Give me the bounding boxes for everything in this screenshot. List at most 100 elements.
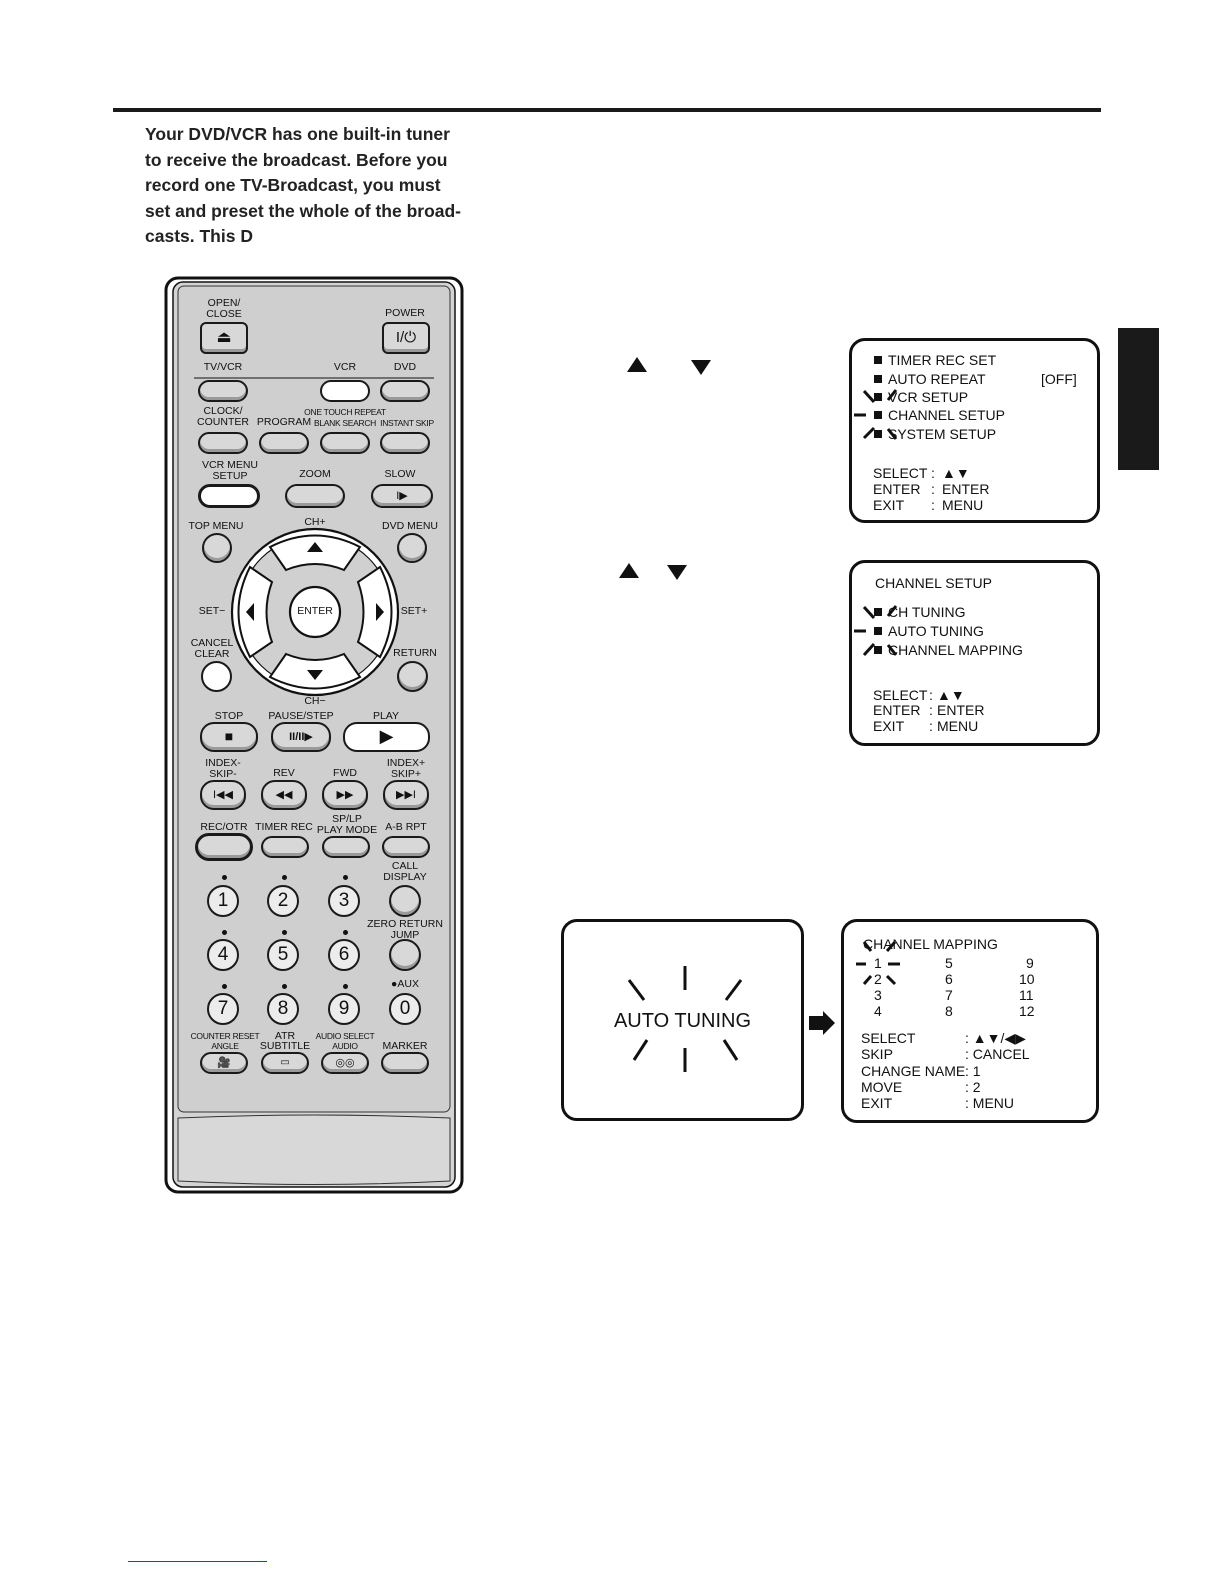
up-arrow-icon [619,563,639,578]
number-button-6[interactable]: 6 [328,939,360,971]
help-value: : MENU [965,1095,1014,1111]
slow-button[interactable] [371,484,433,508]
intro-line: set and preset the whole of the broad- [145,200,462,221]
one-touch-repeat-button[interactable] [320,432,370,454]
fwd-icon: ▶▶ [336,788,354,801]
one-touch-repeat-label: ONE TOUCH REPEAT BLANK SEARCH [304,407,386,428]
audio-button[interactable] [321,1052,369,1074]
help-key: SELECT [861,1030,916,1046]
number-button-0[interactable]: 0 [389,993,421,1025]
top-menu-button[interactable] [202,533,232,563]
pause-step-button[interactable] [271,722,331,752]
instant-skip-button[interactable] [380,432,430,454]
number-button-2[interactable]: 2 [267,885,299,917]
dvd-button[interactable] [380,380,430,402]
channel-number: 6 [945,971,953,987]
instant-skip-label: INSTANT SKIP [380,418,434,428]
vcr-menu-setup-button[interactable] [198,484,260,508]
indicator-dot [343,930,348,935]
audio-icon: ◎◎ [335,1056,355,1069]
ab-rpt-label: A-B RPT [385,821,427,833]
channel-number: 2 [874,971,882,987]
subtitle-icon: ▭ [280,1056,290,1068]
set-plus-button[interactable] [362,572,394,652]
flash-marks [627,966,743,1072]
help-key: ENTER [873,481,921,497]
subtitle-button[interactable] [261,1052,309,1074]
enter-button[interactable] [290,587,340,637]
vcr-button[interactable] [320,380,370,402]
help-value: : ▲▼/◀▶ [965,1030,1026,1046]
channel-number: 1 [874,955,882,971]
menu-item-auto-repeat: AUTO REPEAT [874,372,986,387]
help-sep: : [929,702,933,718]
remote-control: OPEN/ CLOSE ⏏ POWER I/⏻ TV/VCR VCR DVD C… [164,276,464,1196]
fwd-label: FWD [333,767,357,779]
setup-menu-screen: TIMER REC SET AUTO REPEAT [OFF] VCR SETU… [849,338,1100,523]
stop-button[interactable] [200,722,258,752]
auto-tuning-text: AUTO TUNING [613,1010,752,1032]
aux-label: ●AUX [391,978,419,990]
skip-back-button[interactable] [200,780,246,810]
open-close-button[interactable] [200,322,248,354]
help-value: MENU [942,497,984,513]
highlight-marks [854,605,898,657]
ch-up-button[interactable] [272,538,358,568]
number-button-1[interactable]: 1 [207,885,239,917]
ch-down-button[interactable] [272,656,358,686]
cancel-clear-button[interactable] [201,661,232,692]
top-rule [113,108,1101,112]
number-button-4[interactable]: 4 [207,939,239,971]
dvd-menu-button[interactable] [397,533,427,563]
menu-item-vcr-setup: VCR SETUP [874,390,968,405]
audio-label: AUDIO SELECT AUDIO [315,1031,375,1051]
enter-label: ENTER [297,605,333,617]
help-value: : 1 [965,1063,981,1079]
stop-icon: ■ [224,728,234,744]
skip-fwd-button[interactable] [383,780,429,810]
number-button-9[interactable]: 9 [328,993,360,1025]
channel-number: 4 [874,1003,882,1019]
timer-rec-button[interactable] [261,836,309,858]
sp-lp-button[interactable] [322,836,370,858]
indicator-dot [343,875,348,880]
screen-title: CHANNEL SETUP [875,575,992,591]
channel-number: 9 [1026,955,1034,971]
rev-button[interactable] [261,780,307,810]
ab-rpt-button[interactable] [382,836,430,858]
number-button-8[interactable]: 8 [267,993,299,1025]
number-button-3[interactable]: 3 [328,885,360,917]
rec-otr-button[interactable] [195,833,253,861]
set-minus-button[interactable] [236,572,268,652]
channel-number: 3 [874,987,882,1003]
clock-counter-button[interactable] [198,432,248,454]
play-button[interactable] [343,722,430,752]
program-button[interactable] [259,432,309,454]
sp-lp-label: SP/LP PLAY MODE [316,813,378,836]
channel-number: 10 [1019,971,1035,987]
power-button[interactable] [382,322,430,354]
rev-icon: ◀◀ [275,788,293,801]
intro-line: record one TV-Broadcast, you must [145,175,441,195]
play-icon: ▶ [379,725,394,746]
cancel-clear-label: CANCEL CLEAR [190,637,234,660]
help-value: : CANCEL [965,1046,1030,1062]
fwd-button[interactable] [322,780,368,810]
index-plus-label: INDEX+ SKIP+ [386,757,426,780]
top-menu-label: TOP MENU [188,520,244,532]
angle-button[interactable] [200,1052,248,1074]
program-label: PROGRAM [256,416,312,428]
call-display-button[interactable] [389,885,421,917]
marker-button[interactable] [381,1052,429,1074]
zero-return-button[interactable] [389,939,421,971]
help-key: SELECT [873,465,928,481]
set-plus-label: SET+ [400,605,428,617]
power-icon: I/⏻ [395,328,417,346]
number-button-7[interactable]: 7 [207,993,239,1025]
zoom-button[interactable] [285,484,345,508]
tv-vcr-button[interactable] [198,380,248,402]
angle-label: COUNTER RESET ANGLE [190,1031,260,1051]
menu-item-channel-mapping: CHANNEL MAPPING [874,643,1023,658]
number-button-5[interactable]: 5 [267,939,299,971]
return-button[interactable] [397,661,428,692]
